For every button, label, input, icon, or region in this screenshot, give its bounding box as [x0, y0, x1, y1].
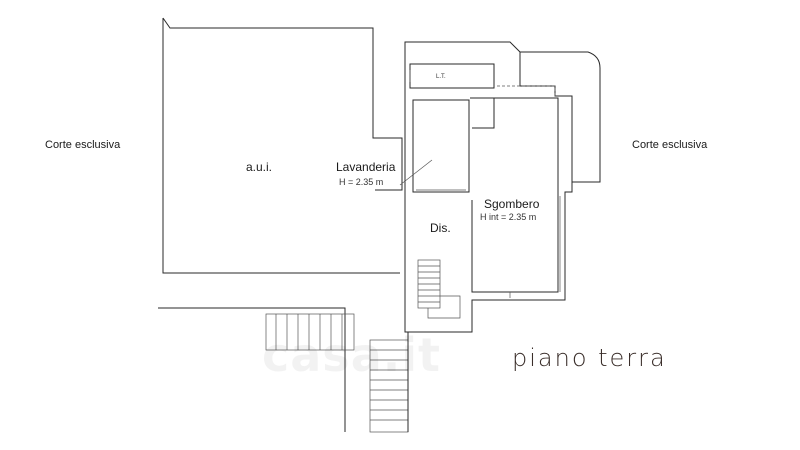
corte-left-label: Corte esclusiva: [45, 139, 121, 151]
sgombero-height-label: H int = 2.35 m: [480, 212, 537, 222]
sgombero-room: [470, 97, 559, 293]
lavanderia-height-label: H = 2.35 m: [339, 177, 384, 187]
lower-steps-left-treads: [275, 314, 343, 350]
sgombero-label: Sgombero: [484, 197, 540, 211]
lt-label: L.T.: [436, 74, 446, 80]
aui-outline: [162, 17, 403, 274]
lavanderia-diag: [399, 159, 433, 186]
stair-landing: [427, 295, 461, 319]
lt-room: [409, 63, 495, 89]
lavanderia-label: Lavanderia: [336, 160, 396, 174]
watermark: casa.it: [262, 328, 441, 382]
sgombero-dashed-edge: [497, 85, 556, 96]
corte-right-label: Corte esclusiva: [632, 139, 708, 151]
stair-treads: [418, 265, 440, 303]
floor-title: piano terra: [512, 344, 667, 372]
aui-label: a.u.i.: [246, 160, 273, 174]
right-boundary: [520, 51, 601, 183]
dis-label: Dis.: [430, 221, 451, 235]
lavanderia-room: [412, 99, 470, 193]
central-block-outline: [404, 41, 573, 333]
lower-steps-center-treads: [370, 349, 408, 421]
lower-terrace-line: [158, 307, 346, 432]
lower-steps-left: [265, 313, 355, 351]
